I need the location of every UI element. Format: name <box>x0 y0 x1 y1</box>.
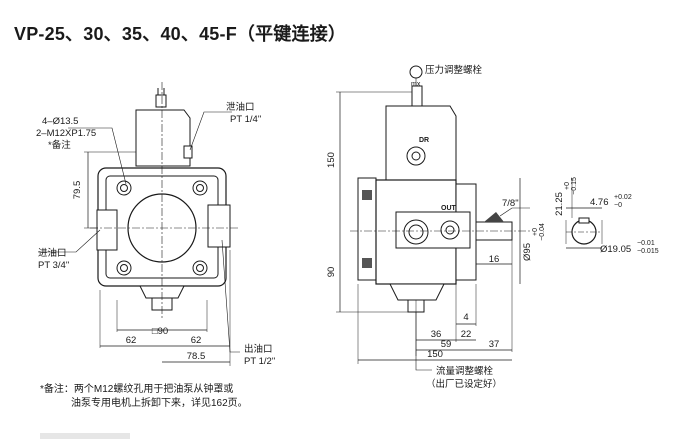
leader-outlet <box>221 239 240 353</box>
label-hole-spec-1: 4–Ø13.5 <box>42 116 78 127</box>
dim-62-left: 62 <box>126 335 137 346</box>
inlet-port-inner <box>408 224 424 240</box>
label-flow-screw-note: （出厂已设定好） <box>426 378 502 390</box>
label-pressure-screw: 压力调整螺栓 <box>425 64 483 76</box>
dim-4-76-tol-upper: +0.02 <box>614 194 632 201</box>
dim-150-horizontal: 150 <box>427 349 443 360</box>
leader-drain <box>189 111 232 151</box>
inlet-port-circle <box>403 219 429 245</box>
dr-port <box>406 146 426 166</box>
dim-59: 59 <box>441 339 452 350</box>
dim-95-tol-upper: +0 <box>532 228 539 236</box>
dim-square-90: □90 <box>152 326 168 337</box>
footnote-line-2: 油泵专用电机上拆卸下来，详见162页。 <box>71 398 248 409</box>
shaft-key <box>484 212 504 222</box>
dim-22: 22 <box>461 329 472 340</box>
leader-flow-screw <box>415 312 432 371</box>
pressure-screw-callout <box>409 65 423 79</box>
dim-95-tol-lower: −0.04 <box>539 223 546 241</box>
label-outlet-port: 出油口 <box>244 343 273 355</box>
label-flow-screw: 流量调整螺栓 <box>436 365 494 377</box>
leader-holes <box>68 127 127 185</box>
dim-78-5: 78.5 <box>187 351 206 362</box>
dim-95-dia: Ø95 <box>522 243 533 261</box>
dim-4-76: 4.76 <box>590 197 609 208</box>
label-hole-note: *备注 <box>48 139 71 151</box>
leader-inlet <box>38 229 101 253</box>
left-inlet-block <box>96 209 118 251</box>
dim-21-25: 21.25 <box>554 192 565 216</box>
shaft-cross-section <box>565 178 603 249</box>
dim-7-8: 7/8" <box>502 198 519 209</box>
footnote-line-1: *备注：两个M12螺纹孔用于把油泵从钟罩或 <box>40 384 234 395</box>
flange-bolt <box>362 258 372 268</box>
right-lower-body <box>389 283 445 301</box>
leader-7-8 <box>499 207 530 217</box>
label-hole-spec-2: 2–M12XP1.75 <box>36 128 96 139</box>
out-port-inner <box>445 225 455 235</box>
flange-bolt <box>362 190 372 200</box>
out-port-circle <box>440 220 460 240</box>
right-upper-body <box>385 105 457 181</box>
dim-21-25-tol-upper: +0 <box>564 182 571 190</box>
dim-4-76-tol-lower: −0 <box>614 202 622 209</box>
dr-port-inner <box>411 151 421 161</box>
dim-37: 37 <box>489 339 500 350</box>
dim-19-05: Ø19.05 <box>600 244 631 255</box>
left-top-stem <box>155 94 167 108</box>
dim-90-vertical: 90 <box>326 267 337 278</box>
label-inlet-port-size: PT 3/4" <box>38 260 69 271</box>
label-out: OUT <box>441 205 457 212</box>
label-dr: DR <box>419 137 429 144</box>
bottom-scroll-strip <box>40 433 130 439</box>
label-drain-port: 泄油口 <box>226 101 255 113</box>
label-drain-port-size: PT 1/4" <box>230 114 261 125</box>
dim-36: 36 <box>431 329 442 340</box>
label-pressure-screw-small: mx <box>411 81 421 88</box>
left-drain-port <box>183 145 193 159</box>
pressure-screw <box>411 85 423 107</box>
right-pump-view <box>336 65 530 371</box>
dim-62-right: 62 <box>191 335 202 346</box>
left-mounting-holes <box>116 180 208 276</box>
dim-21-25-tol-lower: −0.15 <box>571 177 578 195</box>
drawing-title: VP-25、30、35、40、45-F（平键连接） <box>14 24 347 44</box>
label-outlet-port-size: PT 1/2" <box>244 356 275 367</box>
dim-4: 4 <box>463 312 468 323</box>
dim-79-5: 79.5 <box>72 181 83 200</box>
dim-16: 16 <box>489 254 500 265</box>
label-inlet-port: 进油口 <box>38 247 67 259</box>
left-outlet-block <box>207 204 231 248</box>
left-pump-view <box>38 82 240 366</box>
footnote: *备注：两个M12螺纹孔用于把油泵从钟罩或 油泵专用电机上拆卸下来，详见162页… <box>40 383 248 411</box>
drawing-labels: 4–Ø13.5 2–M12XP1.75 *备注 泄油口 PT 1/4" 进油口 … <box>36 64 659 390</box>
dim-150-vertical: 150 <box>326 152 337 168</box>
shaft-keyway <box>578 217 590 224</box>
dim-19-05-tol-upper: −0.01 <box>637 240 655 247</box>
left-upper-body <box>135 109 191 167</box>
dim-19-05-tol-lower: −0.015 <box>637 248 659 255</box>
